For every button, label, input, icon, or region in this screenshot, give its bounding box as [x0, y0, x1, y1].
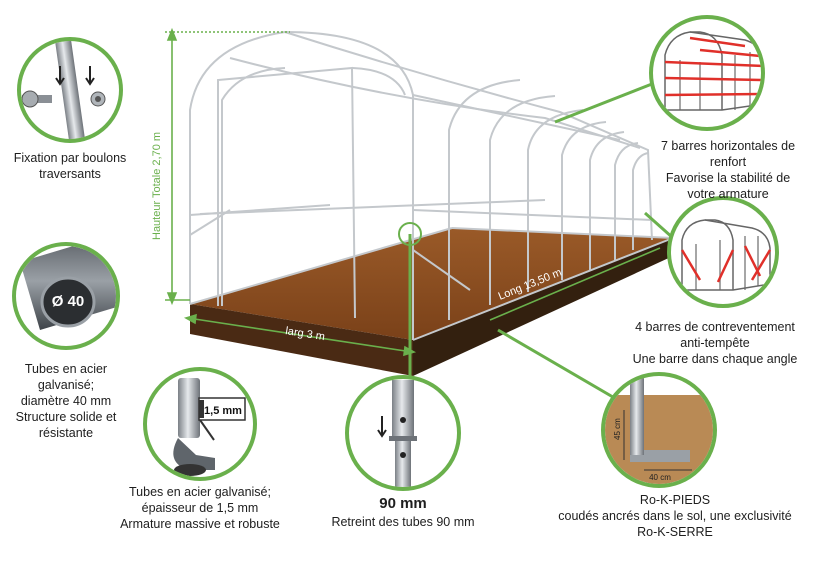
svg-text:40 cm: 40 cm: [649, 473, 671, 482]
caption-line: Structure solide et: [15, 410, 117, 424]
feet-dim-width: 40 cm: [649, 473, 671, 482]
caption-line: 7 barres horizontales de: [660, 139, 796, 153]
bolt-fixation-illustration: [17, 37, 123, 143]
caption-bracing-bars: 4 barres de contreventement anti-tempête…: [612, 319, 818, 367]
greenhouse-frame: [189, 30, 674, 341]
caption-line: Ro-K-SERRE: [637, 525, 713, 539]
caption-line: résistante: [38, 426, 94, 440]
svg-text:45 cm: 45 cm: [613, 418, 622, 440]
tube-diameter-illustration: [12, 242, 120, 350]
caption-line: Favorise la stabilité de: [665, 171, 791, 185]
caption-horizontal-bars: 7 barres horizontales de renfort Favoris…: [638, 138, 818, 202]
caption-line: Armature massive et robuste: [120, 517, 280, 531]
feet-illustration: [601, 372, 717, 488]
feet-dim-height: 45 cm: [613, 418, 622, 440]
caption-bolts: Fixation par boulons traversants: [0, 150, 140, 182]
caption-line: anti-tempête: [680, 336, 750, 350]
caption-feet: Ro-K-PIEDS coudés ancrés dans le sol, un…: [530, 492, 820, 540]
svg-text:Ø 40: Ø 40: [52, 293, 85, 310]
dimension-lines: [165, 27, 661, 357]
dim-height-label: Hauteur Totale 2,70 m: [151, 132, 163, 240]
caption-tube-thickness: Tubes en acier galvanisé; épaisseur de 1…: [100, 484, 300, 532]
caption-line: Tubes en acier: [24, 362, 108, 376]
tube-thickness-illustration: [143, 367, 257, 481]
caption-line: votre armature: [687, 187, 769, 201]
caption-line: épaisseur de 1,5 mm: [141, 501, 259, 515]
caption-tube-restriction: 90 mm Retreint des tubes 90 mm: [308, 496, 498, 530]
caption-line: renfort: [709, 155, 747, 169]
caption-line: Retreint des tubes 90 mm: [331, 515, 475, 529]
svg-text:Hauteur Totale 2,70 m: Hauteur Totale 2,70 m: [151, 132, 163, 240]
thickness-badge: 1,5 mm: [204, 405, 242, 417]
tube-restriction-illustration: [345, 375, 461, 491]
diameter-badge: Ø 40: [52, 293, 85, 310]
svg-text:1,5 mm: 1,5 mm: [204, 405, 242, 417]
caption-line: Ro-K-PIEDS: [639, 493, 711, 507]
caption-line: Fixation par boulons: [13, 151, 127, 165]
callout-connectors: [398, 80, 674, 402]
soil-base: [190, 228, 673, 376]
caption-line: coudés ancrés dans le sol, une exclusivi…: [558, 509, 792, 523]
bracing-bars-illustration: [667, 196, 779, 308]
caption-line: Tubes en acier galvanisé;: [129, 485, 271, 499]
restriction-headline: 90 mm: [379, 495, 427, 512]
caption-line: 4 barres de contreventement: [635, 320, 795, 334]
caption-line: Une barre dans chaque angle: [632, 352, 798, 366]
caption-line: galvanisé;: [37, 378, 95, 392]
caption-line: traversants: [39, 167, 101, 181]
caption-tube-diameter: Tubes en acier galvanisé; diamètre 40 mm…: [0, 361, 132, 441]
caption-line: diamètre 40 mm: [20, 394, 112, 408]
horizontal-bars-illustration: [649, 15, 765, 131]
